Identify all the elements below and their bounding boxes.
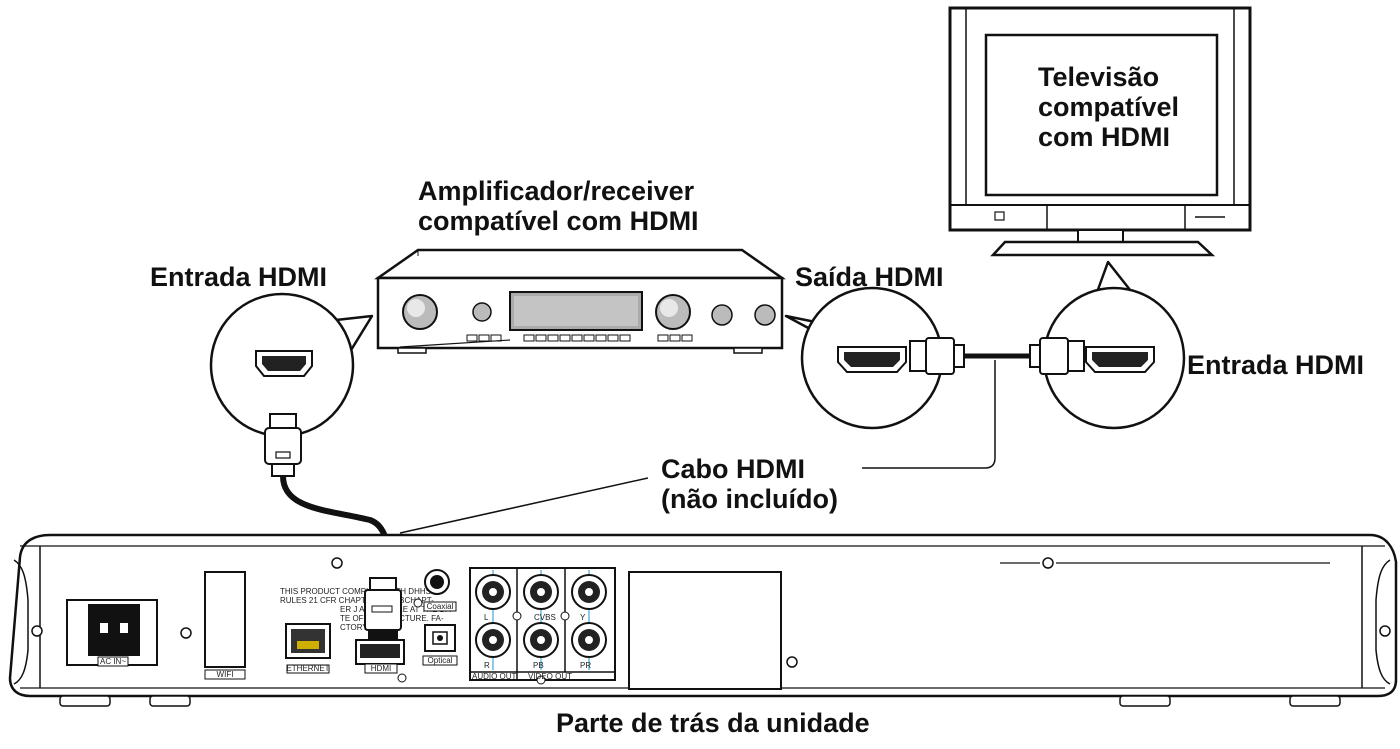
unit-rear-panel: AC IN~ WIFI THIS PRODUCT COMPLIES WITH D…: [8, 533, 1398, 707]
jack-l-label: L: [484, 613, 489, 622]
amplifier-label: Amplificador/receiver compatível com HDM…: [418, 176, 699, 236]
cable-callout-lines: [399, 360, 996, 534]
jack-r-label: R: [484, 661, 490, 670]
jack-y-label: Y: [580, 613, 586, 622]
tv-label-line-3: com HDMI: [1038, 122, 1171, 153]
wifi-slot: [204, 571, 246, 668]
jack-cvbs-label: CVBS: [534, 613, 556, 622]
hdmi-in-left-label: Entrada HDMI: [150, 262, 328, 292]
unit-rear-label: Parte de trás da unidade: [556, 708, 870, 738]
magnifier-tv-hdmi-in: [1042, 260, 1186, 430]
coaxial-label: Coaxial: [427, 602, 454, 611]
hdmi-out-label: Saída HDMI: [795, 262, 944, 292]
jack-pr-label: PR: [580, 661, 591, 670]
compliance-line-2: RULES 21 CFR CHAPTER 1, SUBCHAPT-: [280, 596, 434, 605]
amplifier-receiver: [374, 248, 786, 354]
ethernet-label: ETHERNET: [286, 664, 329, 673]
tv-label: Televisão compatível com HDMI: [1038, 62, 1179, 153]
cable-label-line-1: Cabo HDMI: [661, 454, 805, 484]
compliance-line-1: THIS PRODUCT COMPLIES WITH DHHS: [280, 587, 431, 596]
audio-out-label: AUDIO OUT: [472, 672, 517, 681]
unit-hdmi-label: HDMI: [371, 664, 391, 673]
hdmi-cable-left: [264, 413, 391, 589]
blank-plate: [628, 571, 782, 690]
compliance-line-5: CTORY.: [340, 623, 369, 632]
cable-label: Cabo HDMI (não incluído): [661, 454, 838, 514]
tv-label-line-2: compatível: [1038, 92, 1180, 123]
optical-label: Optical: [428, 656, 453, 665]
video-out-label: VIDEO OUT: [528, 672, 572, 681]
amplifier-label-line-2: compatível com HDMI: [418, 206, 699, 237]
hdmi-in-right-label: Entrada HDMI: [1187, 350, 1365, 380]
amplifier-label-line-1: Amplificador/receiver: [418, 176, 695, 206]
jack-pb-label: PB: [533, 661, 544, 670]
wifi-label: WIFI: [217, 670, 234, 679]
magnifier-amp-hdmi-in: [209, 292, 374, 438]
cable-label-line-2: (não incluído): [661, 484, 838, 515]
ac-in-label: AC IN~: [100, 657, 126, 666]
hdmi-cable-top: [909, 337, 1085, 375]
tv-label-line-1: Televisão: [1038, 62, 1160, 92]
television: [948, 6, 1252, 257]
magnifier-amp-hdmi-out: [784, 286, 944, 430]
